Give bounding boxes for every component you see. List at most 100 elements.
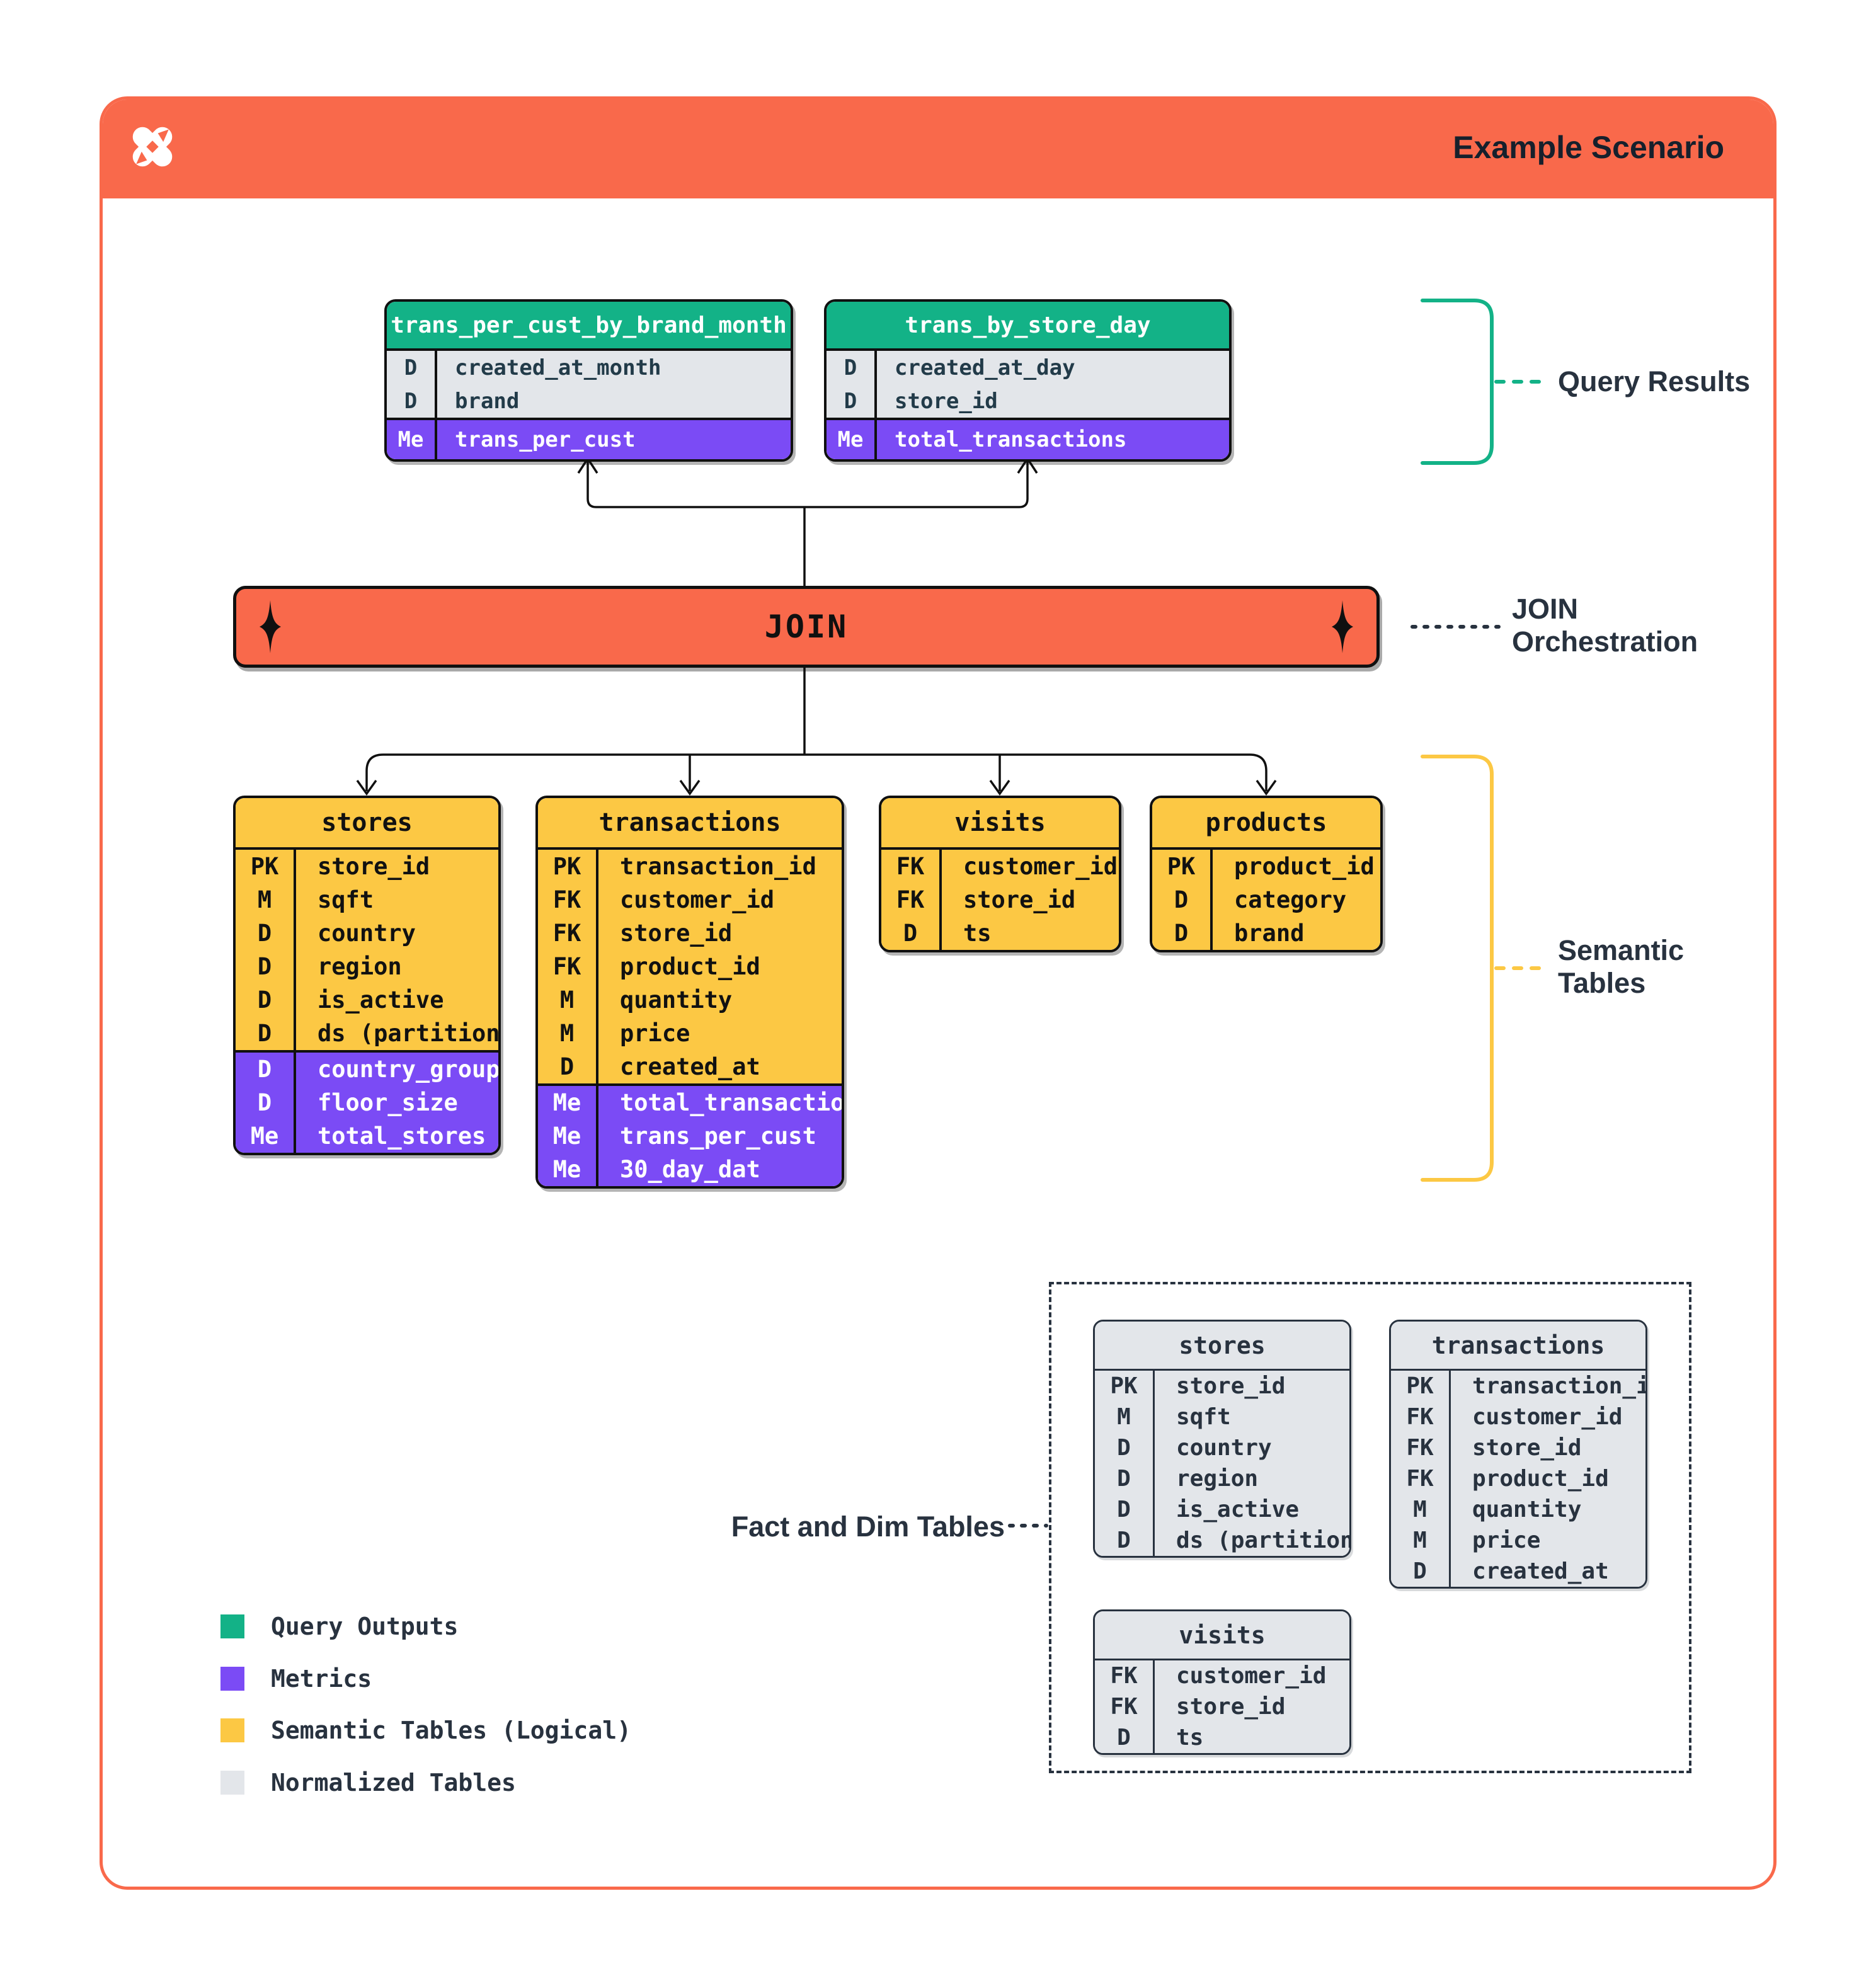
row-name: country_group — [318, 1056, 500, 1083]
legend-label: Semantic Tables (Logical) — [271, 1717, 631, 1744]
table-header: trans_per_cust_by_brand_month — [387, 302, 791, 348]
row-name: ts — [963, 920, 992, 947]
row-key: M — [538, 1017, 598, 1050]
arrowhead-down-visits — [989, 779, 1010, 796]
row-name: product_id — [620, 953, 760, 980]
row-name: customer_id — [1176, 1663, 1327, 1689]
row-key: D — [827, 384, 877, 418]
row-key: D — [1095, 1463, 1155, 1494]
row-key: FK — [1391, 1432, 1451, 1463]
legend-label: Metrics — [271, 1665, 372, 1693]
row-key: D — [827, 351, 877, 384]
row-name: store_id — [1176, 1373, 1286, 1399]
row-key: D — [236, 1086, 296, 1119]
row-key: D — [236, 950, 296, 983]
row-name: ts — [1176, 1725, 1204, 1751]
row-name: created_at — [1472, 1558, 1609, 1584]
row-key: D — [236, 983, 296, 1017]
page-title: Example Scenario — [1453, 130, 1724, 165]
row-name: is_active — [1176, 1497, 1300, 1522]
table-name: transactions — [1431, 1331, 1605, 1359]
label-join-orchestration: JOIN Orchestration — [1512, 593, 1698, 658]
table-header: transactions — [538, 798, 842, 847]
row-name: total_transactions — [620, 1089, 844, 1116]
row-name: customer_id — [1472, 1404, 1623, 1430]
label-line: Tables — [1558, 967, 1646, 999]
row-name: is_active — [318, 986, 444, 1014]
table-header: trans_by_store_day — [827, 302, 1229, 348]
table-name: visits — [1179, 1621, 1266, 1649]
label-semantic-tables: Semantic Tables — [1558, 934, 1684, 1000]
label-line: Semantic — [1558, 934, 1685, 966]
row-name: store_id — [895, 388, 998, 414]
row-key: FK — [538, 883, 598, 917]
row-name: created_at_day — [895, 355, 1075, 380]
row-name: price — [620, 1020, 690, 1047]
row-key: M — [1391, 1525, 1451, 1556]
row-name: product_id — [1234, 853, 1375, 880]
table-header: visits — [1095, 1611, 1349, 1659]
row-key: D — [1095, 1432, 1155, 1463]
legend-item-semantic-tables: Semantic Tables (Logical) — [220, 1717, 631, 1744]
table-row: FK customer_id — [1391, 1402, 1645, 1432]
row-name: created_at_month — [455, 355, 661, 380]
row-key: FK — [1391, 1402, 1451, 1432]
row-key: Me — [538, 1086, 598, 1119]
row-name: customer_id — [963, 853, 1118, 880]
row-name: 30_day_dat — [620, 1156, 760, 1183]
row-key: Me — [827, 420, 877, 459]
query-results-brace — [1421, 299, 1494, 465]
row-key: D — [1391, 1556, 1451, 1587]
row-name: category — [1234, 886, 1347, 913]
table-header: products — [1152, 798, 1380, 847]
label-line: JOIN — [1512, 593, 1579, 625]
row-key: M — [1391, 1494, 1451, 1525]
row-key: Me — [387, 420, 437, 459]
table-header: transactions — [1391, 1322, 1645, 1369]
row-name: created_at — [620, 1053, 760, 1080]
row-key: D — [1152, 917, 1213, 950]
row-key: Me — [538, 1119, 598, 1153]
label-query-results: Query Results — [1558, 365, 1751, 397]
row-key: FK — [1391, 1463, 1451, 1494]
table-name: stores — [321, 808, 413, 837]
legend-swatch-purple — [220, 1667, 244, 1691]
row-key: D — [387, 384, 437, 418]
row-name: product_id — [1472, 1466, 1609, 1492]
arrowhead-down-stores — [356, 779, 377, 796]
row-name: quantity — [620, 986, 733, 1014]
join-to-results-connector — [586, 460, 1029, 508]
row-name: store_id — [1472, 1435, 1582, 1461]
